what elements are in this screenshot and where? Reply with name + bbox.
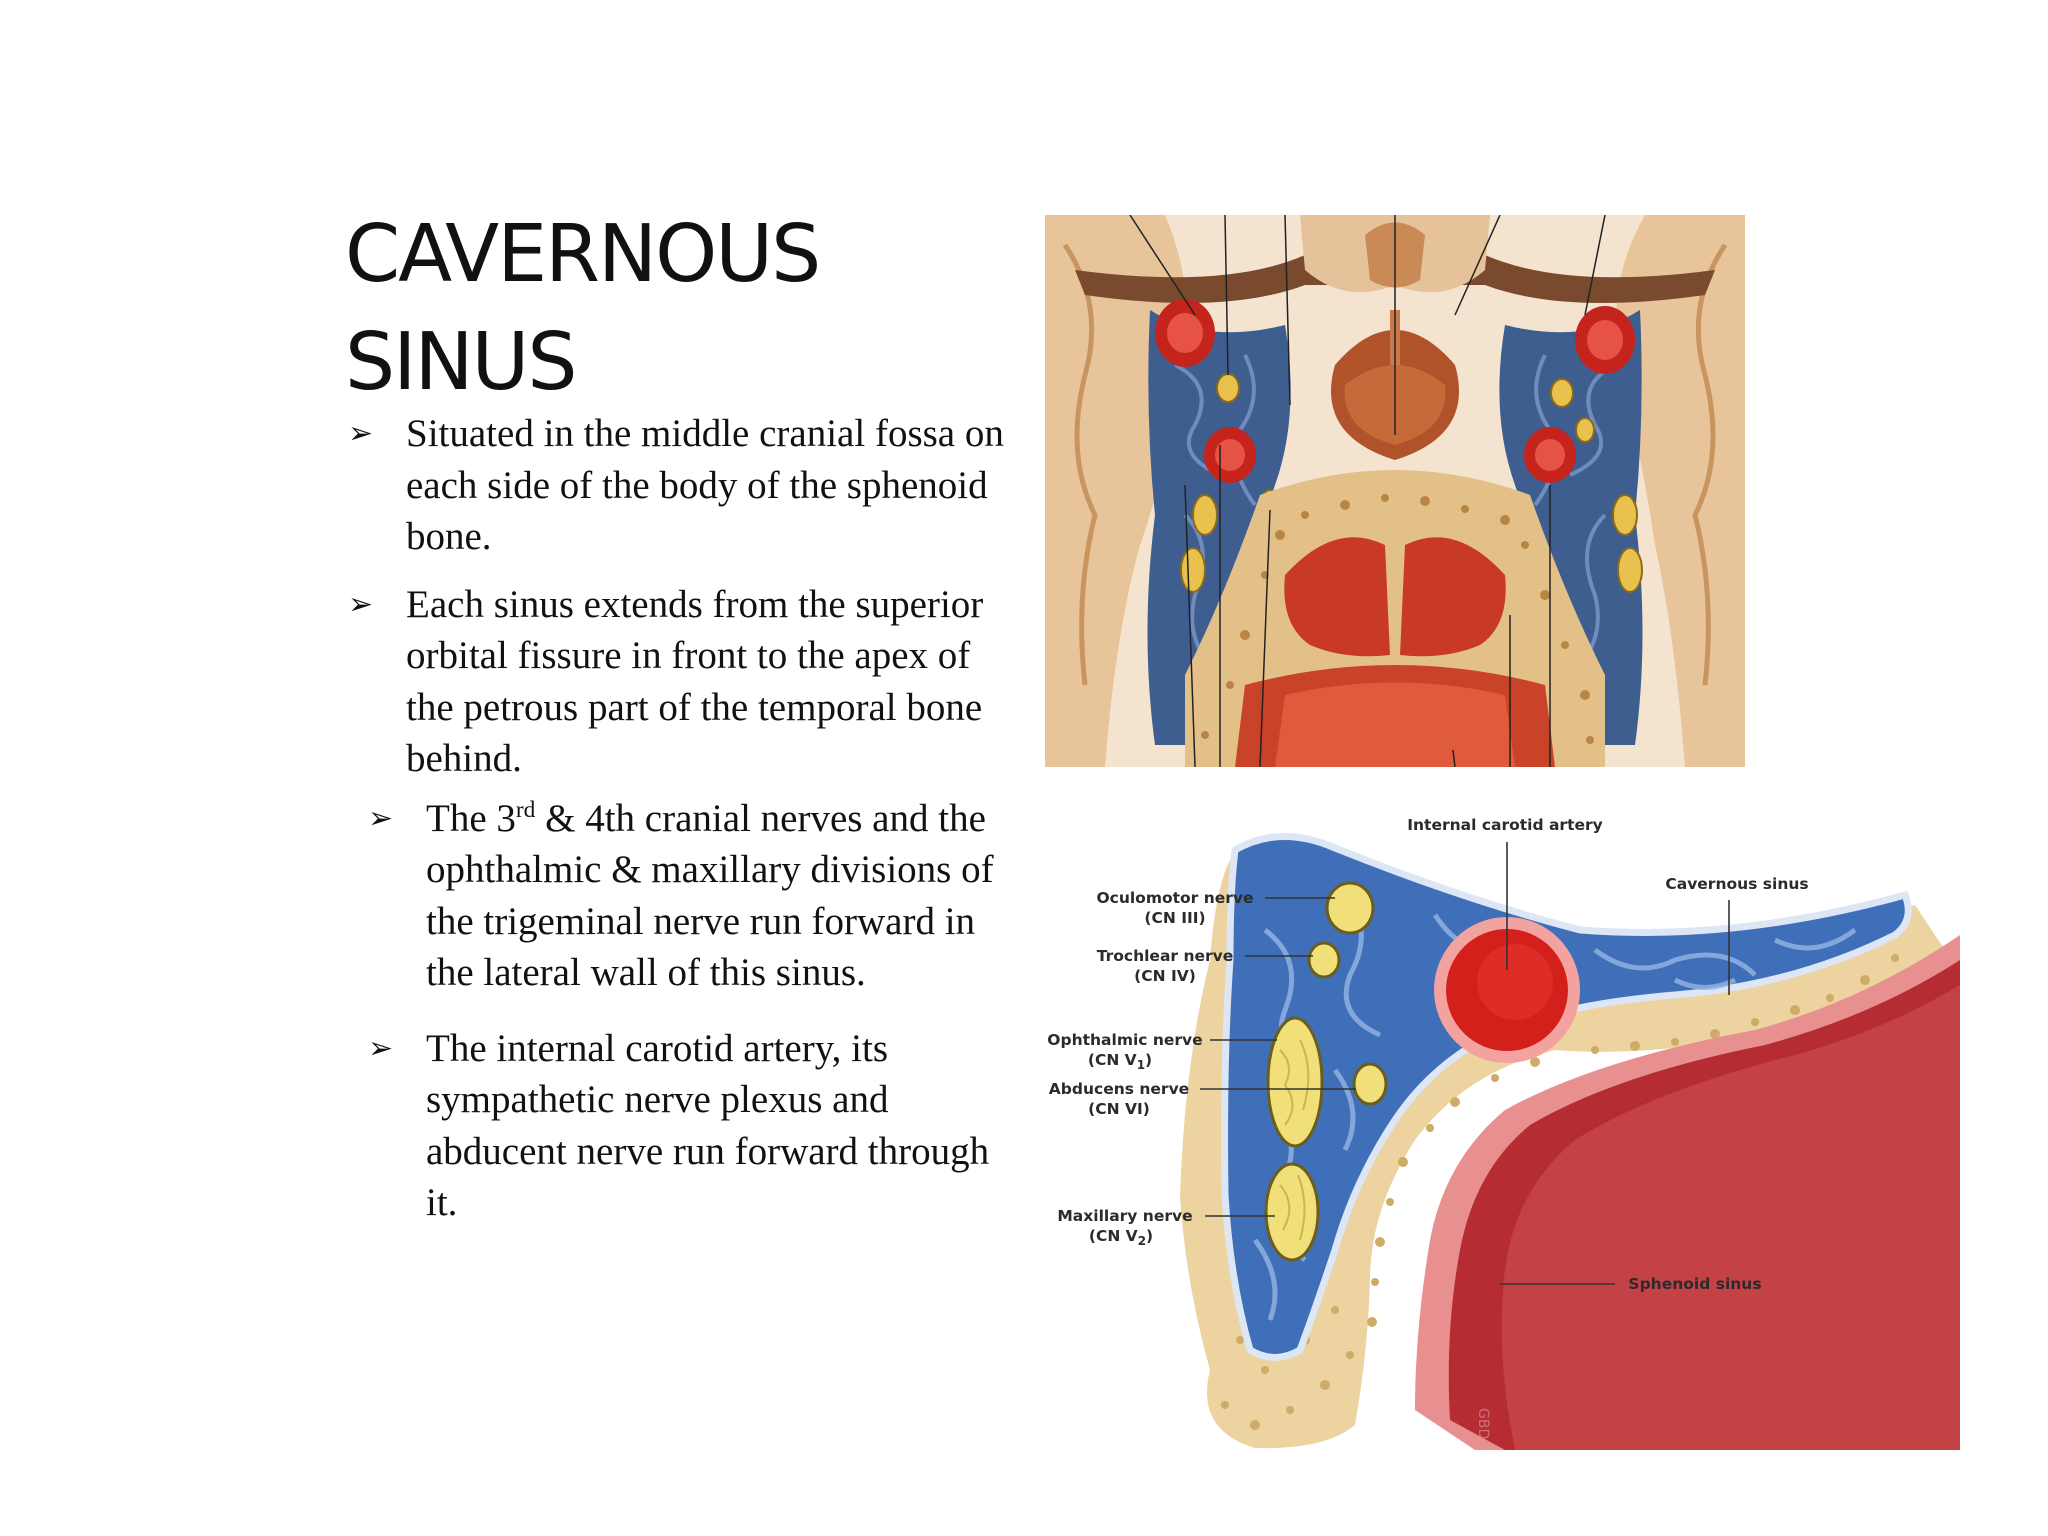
label-sphenoid-sinus: Sphenoid sinus <box>1628 1275 1761 1293</box>
ophthalmic-cn-subscript: 1 <box>1137 1058 1145 1072</box>
label-oculomotor-cn: (CN III) <box>1144 909 1205 927</box>
label-maxillary-cn: (CN V2) <box>1089 1227 1153 1248</box>
bullet-list: ➢ Situated in the middle cranial fossa o… <box>348 408 1008 1229</box>
bullet-text: The internal carotid artery, its sympath… <box>426 1026 990 1225</box>
ophthalmic-cn-prefix: (CN V <box>1088 1051 1137 1069</box>
label-abducens-cn: (CN VI) <box>1088 1100 1150 1118</box>
slide-title: CAVERNOUS SINUS <box>345 200 821 416</box>
maxillary-cn-subscript: 2 <box>1138 1234 1146 1248</box>
label-ophthalmic-nerve: Ophthalmic nerve <box>1047 1031 1202 1049</box>
label-internal-carotid-artery: Internal carotid artery <box>1407 816 1603 834</box>
label-abducens-nerve: Abducens nerve <box>1049 1080 1189 1098</box>
bullet-item: ➢ The 3rd & 4th cranial nerves and the o… <box>368 793 1008 999</box>
arrow-bullet-icon: ➢ <box>348 586 374 622</box>
bullet-text: The 3rd & 4th cranial nerves and the oph… <box>426 797 994 995</box>
label-maxillary-nerve: Maxillary nerve <box>1057 1207 1192 1225</box>
bullet-text-part: & 4th cranial nerves and the ophthalmic … <box>426 796 994 995</box>
bullet-item: ➢ Each sinus extends from the superior o… <box>348 579 1008 785</box>
label-oculomotor-nerve: Oculomotor nerve <box>1096 889 1253 907</box>
arrow-bullet-icon: ➢ <box>368 1030 394 1066</box>
ordinal-superscript: rd <box>515 796 536 823</box>
label-trochlear-nerve: Trochlear nerve <box>1097 947 1234 965</box>
title-line-1: CAVERNOUS <box>345 208 821 300</box>
bullet-text-part: The 3 <box>426 796 516 840</box>
label-trochlear-cn: (CN IV) <box>1134 967 1196 985</box>
bullet-text: Situated in the middle cranial fossa on … <box>406 412 1004 558</box>
title-line-2: SINUS <box>345 316 578 408</box>
arrow-bullet-icon: ➢ <box>348 416 374 451</box>
bullet-item: ➢ The internal carotid artery, its sympa… <box>368 1023 1008 1229</box>
watermark: GBD <box>1475 1408 1491 1439</box>
maxillary-cn-prefix: (CN V <box>1089 1227 1138 1245</box>
label-cavernous-sinus: Cavernous sinus <box>1665 875 1808 893</box>
coronal-section-illustration <box>1045 215 1745 767</box>
bullet-item: ➢ Situated in the middle cranial fossa o… <box>348 408 1008 563</box>
arrow-bullet-icon: ➢ <box>368 800 394 836</box>
label-ophthalmic-cn: (CN V1) <box>1088 1051 1152 1072</box>
cavernous-sinus-diagram: Internal carotid artery Cavernous sinus … <box>1047 816 1960 1450</box>
bullet-text: Each sinus extends from the superior orb… <box>406 582 984 781</box>
